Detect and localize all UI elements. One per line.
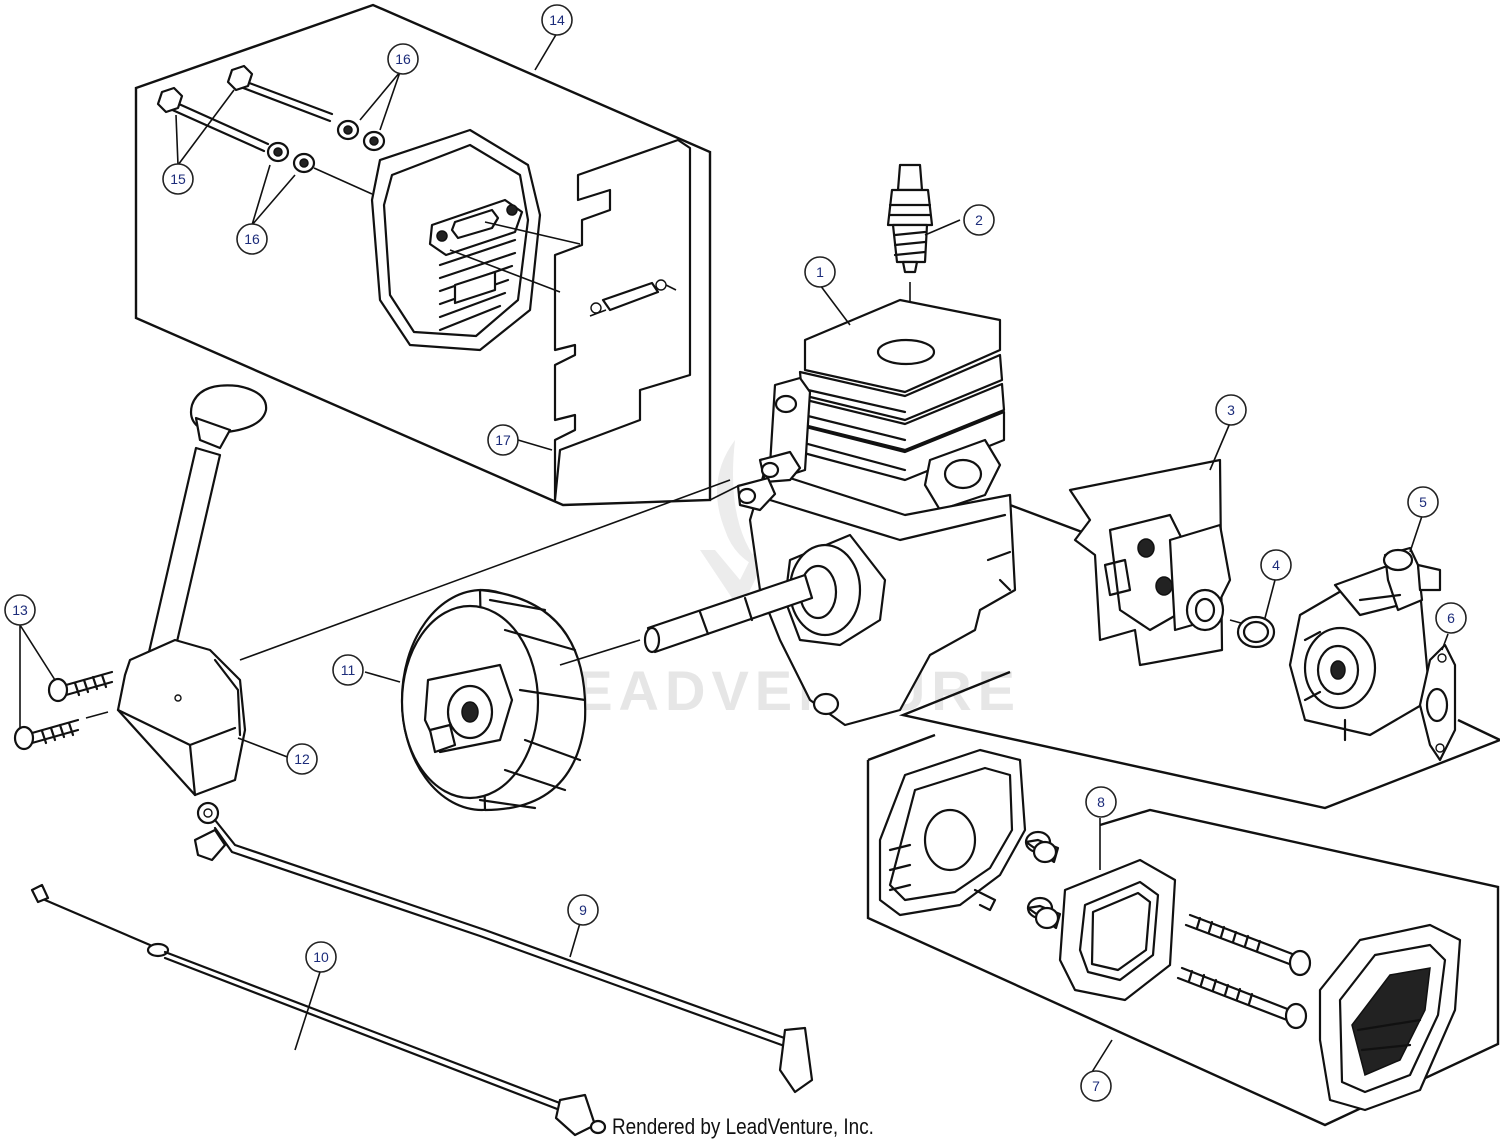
callout-label: 5 [1419, 494, 1427, 510]
callout-label: 4 [1272, 557, 1280, 573]
filter-cover-bolt-upper[interactable] [1184, 913, 1312, 977]
washers-upper[interactable] [336, 119, 386, 152]
callout-label: 11 [341, 662, 356, 678]
callout-label: 15 [170, 171, 186, 187]
muffler-gasket[interactable] [553, 138, 692, 502]
callout-label: 3 [1227, 402, 1235, 418]
callout-17: 17 [487, 424, 519, 456]
flywheel[interactable] [400, 588, 587, 812]
callout-label: 13 [12, 602, 28, 618]
callout-1: 1 [804, 256, 836, 288]
stop-switch-wire[interactable] [193, 801, 814, 1094]
callout-5: 5 [1407, 486, 1439, 518]
callout-label: 16 [395, 51, 411, 67]
callout-16-lower: 16 [236, 223, 268, 255]
callout-3: 3 [1215, 394, 1247, 426]
muffler-bolt-lower[interactable] [156, 86, 270, 153]
air-filter[interactable] [1058, 858, 1177, 1002]
air-filter-group [866, 733, 1500, 1127]
washers-lower[interactable] [266, 141, 316, 174]
ignition-module[interactable] [116, 638, 247, 797]
callout-15: 15 [162, 163, 194, 195]
callout-9: 9 [567, 894, 599, 926]
spacer-upper[interactable] [1024, 830, 1060, 864]
spark-plug[interactable] [886, 163, 934, 274]
callout-label: 10 [313, 949, 329, 965]
render-credit: Rendered by LeadVenture, Inc. [612, 1114, 874, 1139]
watermark: LEADVENTURE [535, 440, 1021, 722]
callout-7: 7 [1080, 1070, 1112, 1102]
callout-11: 11 [332, 654, 364, 686]
callout-10: 10 [305, 941, 337, 973]
module-screw-upper[interactable] [47, 670, 114, 703]
carburetor-group [898, 458, 1500, 810]
callout-label: 17 [495, 432, 511, 448]
callout-label: 2 [975, 212, 983, 228]
module-screw-lower[interactable] [13, 718, 80, 751]
muffler-bolt-upper[interactable] [226, 64, 334, 123]
carburetor[interactable] [1288, 546, 1442, 742]
callout-label: 6 [1447, 610, 1455, 626]
callout-label: 14 [549, 12, 565, 28]
callout-8: 8 [1085, 786, 1117, 818]
air-filter-cover[interactable] [1318, 923, 1462, 1112]
intake-o-ring[interactable] [1236, 615, 1276, 649]
watermark-text: LEADVENTURE [535, 659, 1021, 722]
callout-label: 8 [1097, 794, 1105, 810]
callout-12: 12 [286, 743, 318, 775]
filter-cover-bolt-lower[interactable] [1176, 966, 1308, 1030]
engine-cylinder[interactable] [643, 298, 1017, 727]
callout-label: 9 [579, 902, 587, 918]
air-filter-base[interactable] [878, 748, 1027, 917]
carburetor-gasket[interactable] [1418, 643, 1457, 762]
callout-2: 2 [963, 204, 995, 236]
throttle-cable[interactable] [30, 883, 607, 1137]
callout-label: 1 [816, 264, 824, 280]
callout-13: 13 [4, 594, 36, 626]
heat-shield[interactable] [1068, 458, 1232, 667]
muffler[interactable] [370, 128, 542, 352]
callout-6: 6 [1435, 602, 1467, 634]
callout-4: 4 [1260, 549, 1292, 581]
spacer-lower[interactable] [1026, 896, 1062, 930]
callout-label: 16 [244, 231, 260, 247]
callout-16-upper: 16 [387, 43, 419, 75]
callout-label: 12 [294, 751, 310, 767]
callout-label: 7 [1092, 1078, 1100, 1094]
primer-handle[interactable] [144, 384, 268, 674]
callout-14: 14 [541, 4, 573, 36]
